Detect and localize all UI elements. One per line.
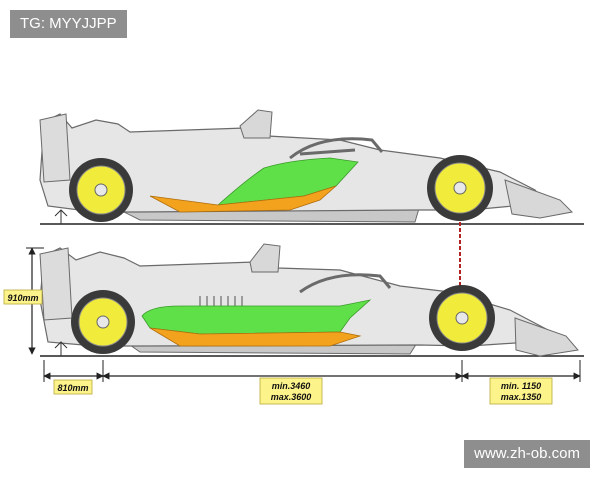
bottom-louvres	[199, 296, 243, 306]
wheelbase-label-box	[259, 377, 323, 405]
bottom-halo	[299, 273, 392, 294]
wheelbase-max-label: max.3600	[271, 392, 312, 402]
bottom-front-wheel	[429, 285, 495, 351]
ground-reference-markers	[54, 209, 68, 356]
horizontal-dimensions: 810mm min.3460 max.3600 min. 1150 max.13…	[43, 360, 581, 405]
watermark-top-left: TG: MYYJJPP	[10, 10, 127, 38]
top-orange-floor	[149, 185, 337, 213]
bottom-front-wing	[514, 317, 579, 357]
bottom-rear-wheel	[71, 290, 135, 354]
top-front-wing	[504, 179, 574, 219]
front-overhang-min-label: min. 1150	[501, 381, 541, 391]
watermark-bottom-right: www.zh-ob.com	[464, 440, 590, 468]
bottom-car	[39, 243, 584, 357]
top-rear-wheel	[69, 158, 133, 222]
top-airbox	[239, 109, 273, 139]
height-dimension: 910mm	[3, 247, 44, 355]
bottom-rear-wing	[39, 247, 73, 321]
rear-overhang-label: 810mm	[57, 383, 88, 393]
top-front-wheel	[427, 155, 493, 221]
height-label: 910mm	[7, 293, 38, 303]
bottom-airbox	[249, 243, 281, 273]
top-rear-wing	[39, 113, 71, 183]
top-green-sidepod	[216, 157, 359, 206]
bottom-orange-floor	[149, 327, 362, 347]
height-label-box	[3, 289, 43, 305]
top-car	[39, 109, 584, 225]
top-halo	[289, 137, 384, 160]
wheelbase-min-label: min.3460	[272, 381, 311, 391]
front-overhang-label-box	[489, 377, 553, 405]
front-overhang-max-label: max.1350	[501, 392, 542, 402]
rear-overhang-label-box	[53, 379, 93, 395]
